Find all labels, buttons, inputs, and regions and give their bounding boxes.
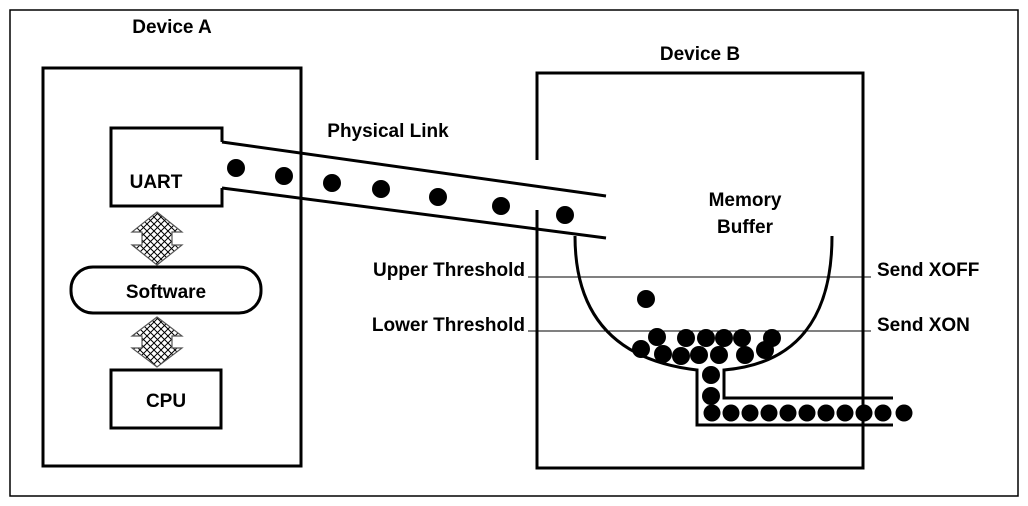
- buffer-label-line2: Buffer: [717, 217, 774, 238]
- data-byte-dot-icon: [227, 159, 245, 177]
- data-byte-dot-icon: [697, 329, 715, 347]
- data-byte-dot-icon: [710, 346, 728, 364]
- link-data-dots: [227, 159, 574, 224]
- data-byte-dot-icon: [733, 329, 751, 347]
- data-byte-dot-icon: [736, 346, 754, 364]
- data-byte-dot-icon: [654, 345, 672, 363]
- device-a-title: Device A: [132, 17, 212, 38]
- data-byte-dot-icon: [856, 405, 873, 422]
- data-byte-dot-icon: [429, 188, 447, 206]
- link-bottom-wall: [222, 188, 606, 238]
- data-byte-dot-icon: [672, 347, 690, 365]
- data-byte-dot-icon: [742, 405, 759, 422]
- data-byte-dot-icon: [799, 405, 816, 422]
- data-byte-dot-icon: [875, 405, 892, 422]
- cpu-label: CPU: [146, 391, 186, 412]
- buffer-data-dots: [632, 290, 781, 405]
- physical-link-label: Physical Link: [327, 121, 449, 142]
- device-b-title: Device B: [660, 44, 740, 65]
- data-byte-dot-icon: [837, 405, 854, 422]
- send-xon-label: Send XON: [877, 315, 970, 336]
- data-byte-dot-icon: [704, 405, 721, 422]
- buffer-label-line1: Memory: [709, 190, 782, 211]
- data-byte-dot-icon: [323, 174, 341, 192]
- software-label: Software: [126, 282, 206, 303]
- software-cpu-arrow-icon: [132, 317, 182, 367]
- data-byte-dot-icon: [637, 290, 655, 308]
- buffer-bowl-right-wall: [724, 236, 893, 398]
- data-byte-dot-icon: [690, 346, 708, 364]
- data-byte-dot-icon: [702, 366, 720, 384]
- data-byte-dot-icon: [556, 206, 574, 224]
- data-byte-dot-icon: [702, 387, 720, 405]
- data-byte-dot-icon: [372, 180, 390, 198]
- data-byte-dot-icon: [756, 341, 774, 359]
- send-xoff-label: Send XOFF: [877, 260, 979, 281]
- data-byte-dot-icon: [715, 329, 733, 347]
- data-byte-dot-icon: [648, 328, 666, 346]
- data-byte-dot-icon: [780, 405, 797, 422]
- data-byte-dot-icon: [818, 405, 835, 422]
- data-byte-dot-icon: [677, 329, 695, 347]
- data-byte-dot-icon: [492, 197, 510, 215]
- data-byte-dot-icon: [632, 340, 650, 358]
- data-byte-dot-icon: [275, 167, 293, 185]
- data-byte-dot-icon: [723, 405, 740, 422]
- data-byte-dot-icon: [896, 405, 913, 422]
- outlet-data-dots: [704, 405, 913, 422]
- uart-software-arrow-icon: [132, 212, 182, 265]
- uart-box: [111, 128, 222, 206]
- uart-label: UART: [130, 172, 183, 193]
- upper-threshold-label: Upper Threshold: [373, 260, 525, 281]
- lower-threshold-label: Lower Threshold: [372, 315, 525, 336]
- data-byte-dot-icon: [761, 405, 778, 422]
